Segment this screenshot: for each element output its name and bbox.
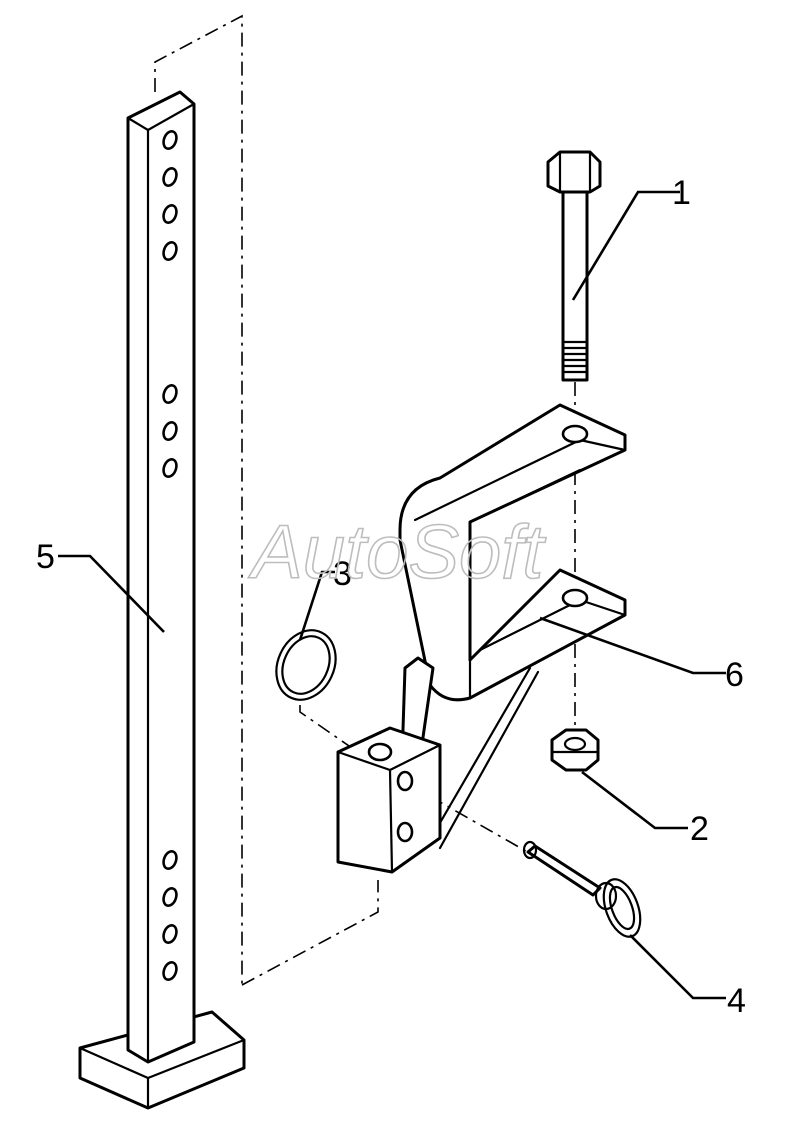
callout-6: 6: [725, 656, 744, 694]
callout-2: 2: [690, 810, 709, 848]
bolt-thread: [561, 340, 589, 374]
callout-5: 5: [36, 538, 55, 576]
part-3-ring: [275, 629, 337, 701]
assembly-guide-lines: [154, 14, 576, 986]
part-1-bolt: [546, 150, 602, 382]
callout-1: 1: [672, 174, 691, 212]
callout-labels: 1 2 3 4 5 6: [36, 174, 746, 1020]
part-2-nut: [550, 728, 600, 772]
post-holes: [162, 129, 178, 982]
part-6-bracket: [336, 403, 627, 874]
watermark-text: AutoSoft: [248, 510, 546, 595]
part-5-post: [78, 90, 246, 1110]
part-4-pin: [522, 840, 642, 938]
callout-3: 3: [333, 555, 352, 593]
callout-4: 4: [727, 982, 746, 1020]
leader-lines: [58, 190, 726, 1000]
